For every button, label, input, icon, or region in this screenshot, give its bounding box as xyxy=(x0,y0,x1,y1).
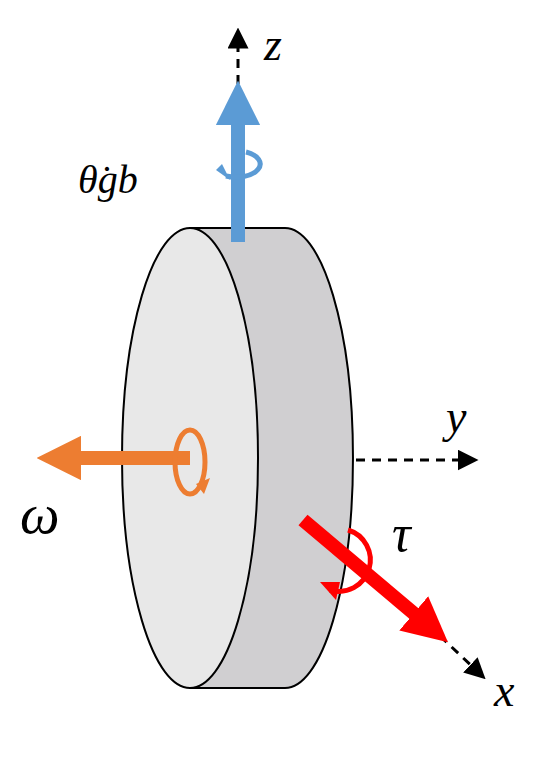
rate-label: θ̇gb xyxy=(78,160,138,200)
spin-arrow xyxy=(68,451,190,465)
x-axis xyxy=(440,636,478,672)
torque-rotation-head xyxy=(320,582,340,600)
precession-rotation xyxy=(226,152,260,177)
spin-rotation-head xyxy=(196,478,210,494)
y-axis xyxy=(356,459,468,462)
axis-label: x xyxy=(494,668,514,714)
axis-label: z xyxy=(264,22,282,68)
precession-rotation-head xyxy=(216,164,230,180)
torque-label: τ xyxy=(392,508,411,560)
spin-label: ω xyxy=(20,486,60,542)
axis-label: y xyxy=(446,394,466,440)
